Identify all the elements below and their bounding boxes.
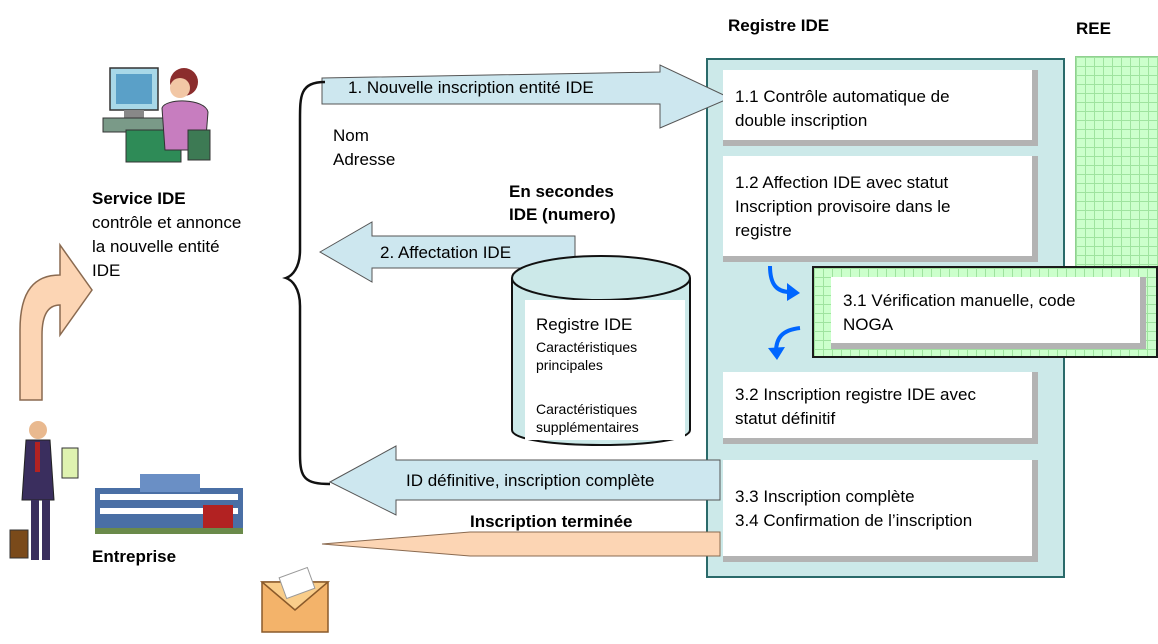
cylinder-title: Registre IDE bbox=[536, 315, 633, 334]
cylinder-top bbox=[511, 255, 691, 301]
cylinder-l1: Caractéristiques bbox=[536, 339, 638, 355]
service-line3: IDE bbox=[92, 261, 121, 280]
step-3-1-line2: NOGA bbox=[843, 315, 894, 334]
arrow-id-definitive bbox=[328, 445, 721, 516]
step-3-1-line1: 3.1 Vérification manuelle, code bbox=[843, 291, 1076, 310]
registre-ide-header: Registre IDE bbox=[728, 16, 830, 35]
businessman-illustration bbox=[9, 421, 79, 560]
step-3-3: 3.3 Inscription complète 3.4 Confirmatio… bbox=[723, 460, 1032, 556]
step-1-2-line3: registre bbox=[735, 221, 792, 240]
arrow4-label: Inscription terminée bbox=[470, 512, 633, 531]
service-title: Service IDE bbox=[92, 189, 186, 208]
step-1-1-line1: 1.1 Contrôle automatique de bbox=[735, 87, 950, 106]
entreprise-label: Entreprise bbox=[92, 547, 177, 566]
envelope-icon bbox=[259, 566, 331, 633]
step-3-3-line1: 3.3 Inscription complète bbox=[735, 487, 915, 506]
payload-adresse: Adresse bbox=[333, 150, 396, 169]
step-1-2: 1.2 Affection IDE avec statut Inscriptio… bbox=[723, 156, 1032, 256]
arrow-inscription-terminee bbox=[321, 531, 721, 557]
step-1-1: 1.1 Contrôle automatique de double inscr… bbox=[723, 70, 1032, 140]
seconds-line2: IDE (numero) bbox=[509, 205, 616, 224]
step-1-2-line2: Inscription provisoire dans le bbox=[735, 197, 951, 216]
step-1-1-line2: double inscription bbox=[735, 111, 868, 130]
arrow1-label: 1. Nouvelle inscription entité IDE bbox=[348, 78, 594, 97]
step-1-2-line1: 1.2 Affection IDE avec statut bbox=[735, 173, 949, 192]
payload-nom: Nom bbox=[333, 126, 369, 145]
step-3-2-line1: 3.2 Inscription registre IDE avec bbox=[735, 385, 976, 404]
curly-brace bbox=[282, 80, 331, 486]
up-arrow-orange bbox=[19, 242, 93, 401]
seconds-line1: En secondes bbox=[509, 182, 614, 201]
arrow3-label: ID définitive, inscription complète bbox=[406, 471, 655, 490]
step-3-2-line2: statut définitif bbox=[735, 409, 836, 428]
cylinder-l4: supplémentaires bbox=[536, 419, 639, 435]
cylinder-l2: principales bbox=[536, 357, 603, 373]
step-3-3-line2: 3.4 Confirmation de l’inscription bbox=[735, 511, 973, 530]
arrow-nouvelle-inscription bbox=[321, 64, 732, 129]
step-3-1: 3.1 Vérification manuelle, code NOGA bbox=[831, 277, 1140, 343]
arrow-affectation bbox=[318, 221, 576, 283]
cylinder-l3: Caractéristiques bbox=[536, 401, 638, 417]
service-line2: la nouvelle entité bbox=[92, 237, 220, 256]
service-ide-illustration bbox=[100, 58, 220, 168]
arrow2-label: 2. Affectation IDE bbox=[380, 243, 512, 262]
step-3-2: 3.2 Inscription registre IDE avec statut… bbox=[723, 372, 1032, 438]
ree-header: REE bbox=[1076, 19, 1111, 38]
service-line1: contrôle et annonce bbox=[92, 213, 242, 232]
enterprise-building-icon bbox=[95, 474, 243, 534]
